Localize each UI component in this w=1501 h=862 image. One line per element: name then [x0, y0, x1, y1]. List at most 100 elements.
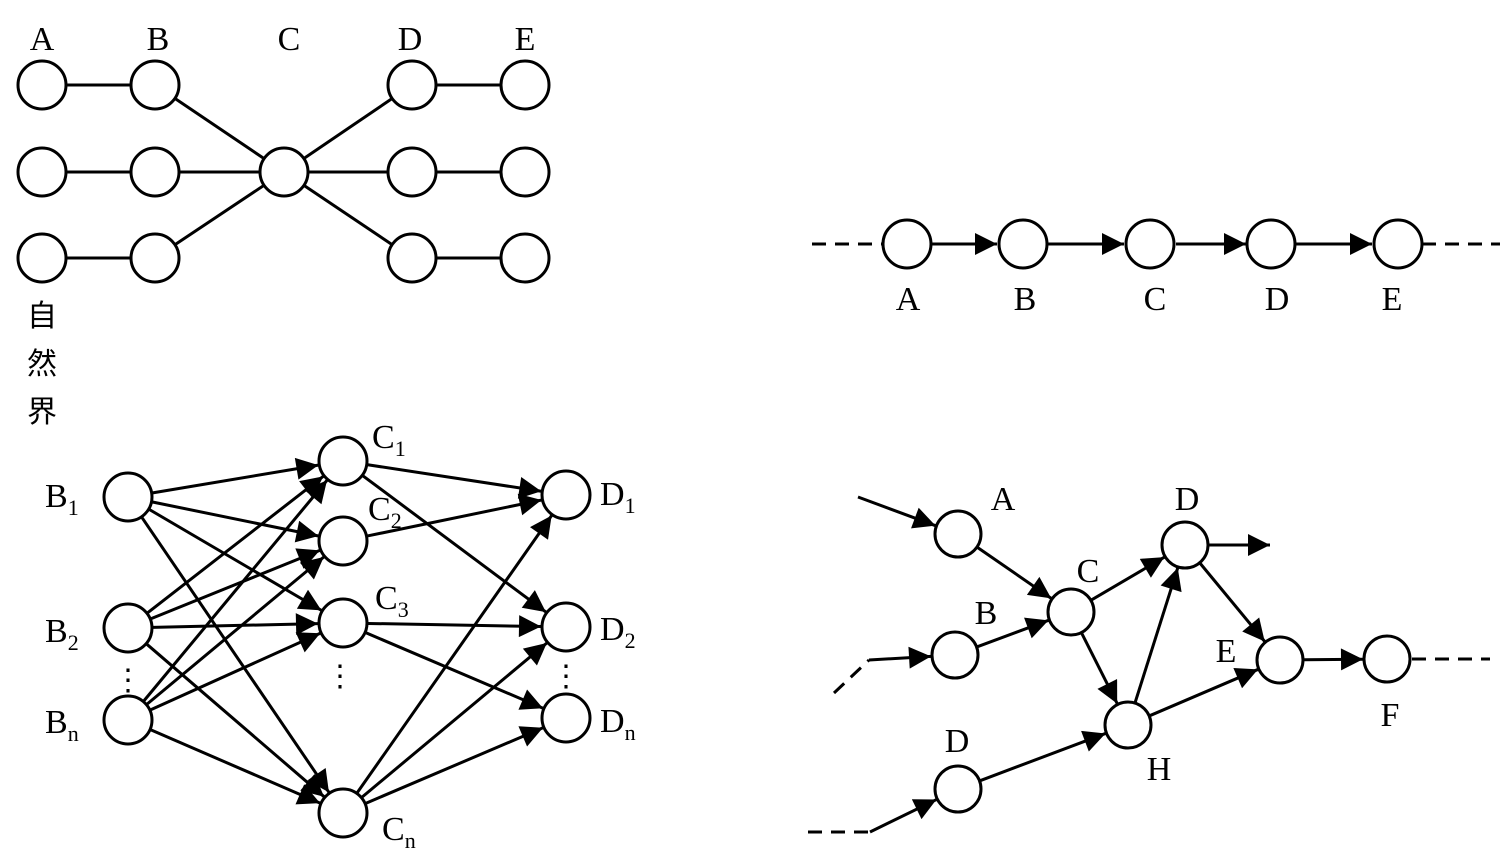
node-d2: [386, 146, 438, 198]
label-b2: B2: [45, 613, 79, 655]
directed-network-diagram: A B C D E F H D: [808, 481, 1490, 834]
edge-a-c: [976, 546, 1053, 600]
edge-cn-dn: [365, 726, 544, 805]
edge-c-h: [1080, 632, 1119, 705]
node-f: [1362, 634, 1412, 684]
column-label-d: D: [398, 21, 423, 58]
edge-b1-c: [154, 83, 285, 174]
node-d1: [540, 469, 592, 521]
edge-c-d1: [283, 83, 413, 174]
edge-in-d: [869, 798, 938, 834]
edge-b-c: [976, 617, 1050, 649]
edge-c1-d2: [362, 474, 547, 614]
side-text-char-2: 然: [27, 347, 57, 382]
column-label-a: A: [30, 21, 55, 58]
edge-b3-c: [154, 170, 285, 260]
node-c: [1046, 587, 1096, 637]
node-b3: [129, 232, 181, 284]
layered-network-edges: [140, 457, 553, 805]
node-d3: [386, 232, 438, 284]
edge-h-dt: [1133, 567, 1182, 703]
edge-dt-e: [1199, 562, 1266, 643]
edge-b2-c1: [146, 475, 325, 614]
edge-c3-dn: [365, 631, 544, 710]
directed-network-labels: A B C D E F H D: [945, 481, 1400, 788]
node-e1: [499, 59, 551, 111]
ellipsis-c: ⋮: [325, 660, 355, 693]
label-c3: C3: [375, 580, 409, 622]
layered-network-labels: B1 B2 Bn C1 C2 C3 Cn D1 D2 Dn ⋮ ⋮ ⋮: [45, 419, 636, 853]
edge-b1-cn: [140, 516, 331, 794]
label-d-top: D: [1175, 481, 1200, 518]
nature-network-diagram: A B C D E 自 然 界: [16, 21, 551, 430]
ellipsis-d: ⋮: [551, 660, 581, 693]
node-c3: [317, 597, 369, 649]
edge-bn-c3: [150, 631, 321, 712]
chain-label-a: A: [896, 281, 921, 318]
node-b2: [102, 602, 154, 654]
label-c2: C2: [368, 491, 402, 533]
edge-cn-d2: [361, 641, 548, 799]
edge-h-e: [1149, 667, 1259, 717]
node-e: [1255, 635, 1305, 685]
edge-c-dt: [1090, 555, 1166, 602]
chain-node-e: [1372, 218, 1424, 270]
node-b2: [129, 146, 181, 198]
directed-network-edges: [857, 495, 1364, 834]
label-c: C: [1077, 553, 1100, 590]
layered-network-diagram: B1 B2 Bn C1 C2 C3 Cn D1 D2 Dn ⋮ ⋮ ⋮: [45, 419, 636, 853]
label-d1: D1: [600, 476, 636, 518]
edge-db-h: [979, 730, 1107, 782]
chain-node-b: [997, 218, 1049, 270]
node-h: [1103, 700, 1153, 750]
nature-network-nodes: [16, 59, 551, 284]
chain-node-a: [881, 218, 933, 270]
ellipsis-b: ⋮: [113, 664, 143, 697]
chain-node-c: [1124, 218, 1176, 270]
edge-e-f: [1303, 648, 1364, 671]
node-a1: [16, 59, 68, 111]
column-label-b: B: [147, 21, 170, 58]
label-e: E: [1216, 633, 1237, 670]
edge-cn-d1: [356, 514, 553, 794]
edge-in-b: [868, 646, 932, 669]
edge-c2-d1: [367, 493, 542, 538]
dashed-lead-in-b: [832, 658, 871, 695]
node-c1: [317, 435, 369, 487]
label-d2: D2: [600, 611, 636, 653]
label-b: B: [975, 595, 998, 632]
node-c: [258, 146, 310, 198]
chain-node-d: [1245, 218, 1297, 270]
label-b1: B1: [45, 478, 79, 520]
edge-c1-d1: [367, 463, 542, 499]
node-c2: [317, 515, 369, 567]
chain-label-c: C: [1144, 281, 1167, 318]
node-d-top: [1160, 520, 1210, 570]
layered-network-nodes: [102, 435, 592, 839]
edge-in-a: [857, 495, 937, 529]
node-d1: [386, 59, 438, 111]
label-c1: C1: [372, 419, 406, 461]
label-dn: Dn: [600, 703, 636, 745]
chain-label-d: D: [1265, 281, 1290, 318]
column-label-e: E: [515, 21, 536, 58]
label-bn: Bn: [45, 704, 79, 746]
edge-b1-c1: [152, 457, 319, 495]
directed-network-nodes: [930, 509, 1412, 814]
edge-b2-c2: [150, 548, 321, 621]
node-a3: [16, 232, 68, 284]
linear-chain-diagram: A B C D E: [812, 218, 1500, 318]
edge-bn-cn: [150, 728, 321, 805]
edge-b2-c3: [152, 613, 319, 636]
edge-b1-c3: [148, 508, 323, 612]
edge-c-d3: [283, 170, 413, 260]
node-b: [930, 630, 980, 680]
edge-b2-cn: [145, 643, 326, 798]
node-e2: [499, 146, 551, 198]
node-d2: [540, 601, 592, 653]
node-d-bottom: [933, 764, 983, 814]
side-text-char-3: 界: [27, 395, 57, 430]
label-cn: Cn: [382, 811, 416, 853]
node-b1: [102, 471, 154, 523]
